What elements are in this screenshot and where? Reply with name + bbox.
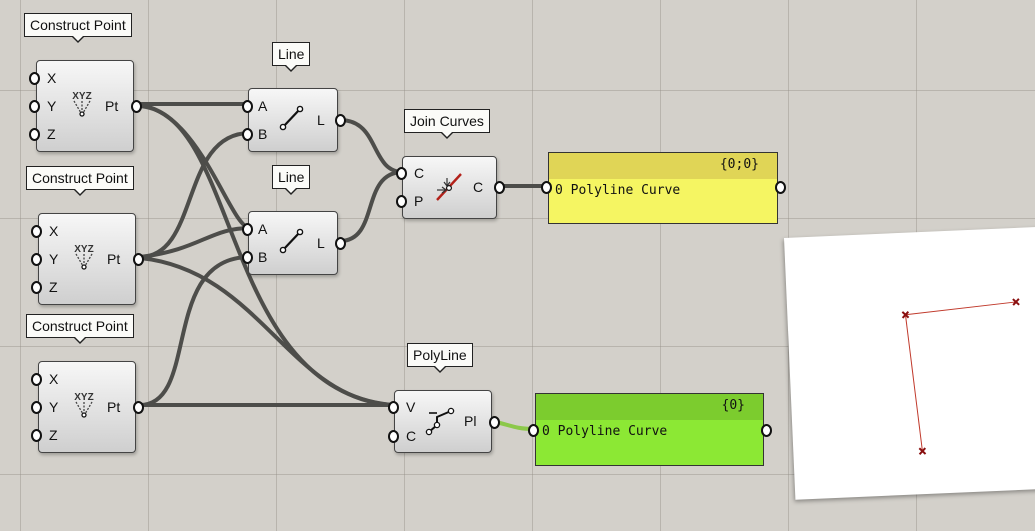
input-y: Y [49, 399, 59, 415]
port-line2-a[interactable] [242, 223, 253, 236]
port-cp2-pt[interactable] [133, 253, 144, 266]
panel-path: {0;0} [719, 157, 759, 172]
output-l: L [317, 235, 325, 251]
panel-item: 0 Polyline Curve [542, 424, 668, 439]
port-cp2-x[interactable] [31, 225, 42, 238]
panel-join-result[interactable]: {0;0} 0 Polyline Curve [548, 152, 778, 224]
output-pt: Pt [107, 399, 121, 415]
polyline-component[interactable]: V C Pl [394, 390, 492, 453]
line-icon [277, 103, 307, 138]
construct-point-component-1[interactable]: X Y Z XYZ Pt [36, 60, 134, 152]
svg-text:XYZ: XYZ [74, 392, 93, 403]
port-panel2-out[interactable] [761, 424, 772, 437]
wire-cp1-line2a[interactable] [136, 103, 252, 230]
port-cp1-z[interactable] [29, 128, 40, 141]
port-join-p[interactable] [396, 195, 407, 208]
port-cp1-y[interactable] [29, 100, 40, 113]
port-join-out[interactable] [494, 181, 505, 194]
svg-text:XYZ: XYZ [74, 244, 93, 255]
input-c: C [406, 428, 417, 444]
port-cp1-pt[interactable] [131, 100, 142, 113]
port-polyline-out[interactable] [489, 416, 500, 429]
input-x: X [49, 223, 59, 239]
tag-construct-point-1: Construct Point [24, 13, 132, 43]
panel-polyline-result[interactable]: {0} 0 Polyline Curve [535, 393, 764, 466]
tag-construct-point-3: Construct Point [26, 314, 134, 344]
panel-header: {0;0} [549, 153, 777, 179]
port-line1-l[interactable] [335, 114, 346, 127]
panel-path: {0} [721, 398, 745, 413]
input-x: X [47, 70, 57, 86]
wire-cp2-line2a[interactable] [138, 226, 252, 259]
tag-construct-point-2: Construct Point [26, 166, 134, 196]
port-cp3-z[interactable] [31, 429, 42, 442]
input-z: Z [49, 427, 58, 443]
port-cp2-y[interactable] [31, 253, 42, 266]
output-pt: Pt [105, 98, 119, 114]
tag-line-1: Line [272, 42, 311, 72]
port-polyline-c[interactable] [388, 430, 399, 443]
input-y: Y [49, 251, 59, 267]
tag-line-2: Line [272, 165, 311, 195]
output-pt: Pt [107, 251, 121, 267]
input-a: A [258, 221, 268, 237]
line-component-1[interactable]: A B L [248, 88, 338, 152]
input-c: C [414, 165, 425, 181]
line-icon [277, 226, 307, 261]
input-x: X [49, 371, 59, 387]
port-line1-b[interactable] [242, 128, 253, 141]
input-b: B [258, 249, 268, 265]
input-a: A [258, 98, 268, 114]
construct-point-icon: XYZ [67, 89, 97, 124]
wire-line2-join[interactable] [338, 170, 405, 243]
construct-point-icon: XYZ [69, 390, 99, 425]
panel-header: {0} [536, 394, 763, 420]
input-p: P [414, 193, 424, 209]
port-cp1-x[interactable] [29, 72, 40, 85]
tag-join-curves: Join Curves [404, 109, 490, 139]
input-v: V [406, 399, 416, 415]
wire-line1-join[interactable] [338, 118, 405, 174]
input-y: Y [47, 98, 57, 114]
construct-point-component-3[interactable]: X Y Z XYZ Pt [38, 361, 136, 453]
construct-point-icon: XYZ [69, 242, 99, 277]
port-cp3-y[interactable] [31, 401, 42, 414]
output-c: C [473, 179, 484, 195]
port-panel1-in[interactable] [541, 181, 552, 194]
input-b: B [258, 126, 268, 142]
curve-preview [901, 298, 1020, 455]
panel-item: 0 Polyline Curve [555, 183, 681, 198]
wire-cp2-line1b[interactable] [138, 131, 252, 259]
construct-point-component-2[interactable]: X Y Z XYZ Pt [38, 213, 136, 305]
output-pl: Pl [464, 413, 477, 429]
rhino-viewport[interactable] [784, 225, 1035, 500]
wire-cp3-line2b[interactable] [138, 255, 252, 407]
port-panel1-out[interactable] [775, 181, 786, 194]
svg-text:XYZ: XYZ [72, 91, 91, 102]
port-panel2-in[interactable] [528, 424, 539, 437]
line-component-2[interactable]: A B L [248, 211, 338, 275]
port-line1-a[interactable] [242, 100, 253, 113]
input-z: Z [47, 126, 56, 142]
wire-cp2-polyline[interactable] [138, 256, 395, 407]
port-line2-l[interactable] [335, 237, 346, 250]
port-join-c[interactable] [396, 167, 407, 180]
input-z: Z [49, 279, 58, 295]
port-cp3-x[interactable] [31, 373, 42, 386]
tag-polyline: PolyLine [407, 343, 473, 373]
port-cp2-z[interactable] [31, 281, 42, 294]
output-l: L [317, 112, 325, 128]
join-curves-component[interactable]: C P C [402, 156, 497, 219]
port-cp3-pt[interactable] [133, 401, 144, 414]
join-curves-icon [431, 170, 467, 211]
polyline-icon [425, 405, 457, 442]
port-polyline-v[interactable] [388, 401, 399, 414]
port-line2-b[interactable] [242, 251, 253, 264]
